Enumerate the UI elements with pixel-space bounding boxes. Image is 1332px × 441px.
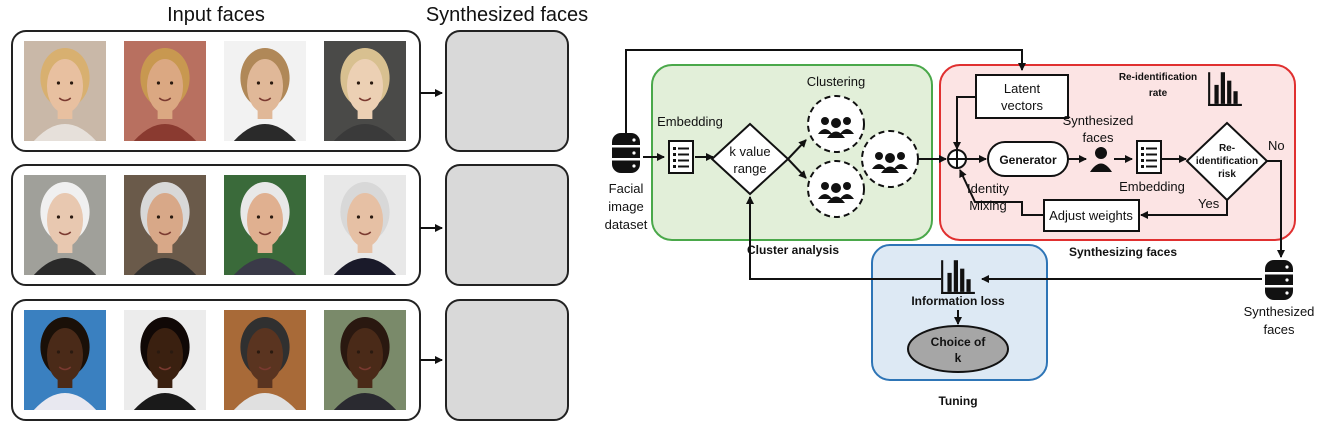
embedding2-label: Embedding <box>1119 179 1185 194</box>
database-icon <box>611 133 641 173</box>
embedding-label: Embedding <box>657 114 723 129</box>
clustering-label: Clustering <box>807 74 866 89</box>
yes-label: Yes <box>1198 196 1220 211</box>
input-face-image <box>324 41 406 141</box>
choice-of-k <box>907 325 1009 373</box>
generator-label: Generator <box>999 153 1057 167</box>
list-icon <box>1136 140 1162 174</box>
synth-out-label-2: faces <box>1263 322 1295 337</box>
no-label: No <box>1268 138 1285 153</box>
input-face-image <box>124 41 206 141</box>
synthesized-faces-title: Synthesized faces <box>426 4 588 26</box>
cluster-analysis-title: Cluster analysis <box>747 243 839 257</box>
database-icon <box>1264 260 1294 300</box>
reid-rate-label-1: Re-identification <box>1119 72 1197 83</box>
adjust-weights-label: Adjust weights <box>1049 208 1133 223</box>
k-range-label-2: range <box>733 161 766 176</box>
k-range-decision <box>710 122 790 196</box>
synth-faces-label-2: faces <box>1082 130 1114 145</box>
reid-risk-label-1: Re- <box>1219 143 1235 154</box>
synth-faces-label-1: Synthesized <box>1063 113 1134 128</box>
list-icon <box>668 140 694 174</box>
latent-label-1: Latent <box>1004 81 1041 96</box>
input-face-image <box>224 41 306 141</box>
choice-label-2: k <box>955 351 962 365</box>
dataset-label-2: image <box>608 199 643 214</box>
reid-risk-label-2: identification <box>1196 156 1258 167</box>
input-face-image <box>224 175 306 275</box>
choice-label-1: Choice of <box>931 335 987 349</box>
identity-mixing-label-1: Identity <box>967 181 1009 196</box>
input-face-image <box>324 175 406 275</box>
synth-out-label-1: Synthesized <box>1244 304 1315 319</box>
tuning-title: Tuning <box>938 394 977 408</box>
k-range-label-1: k value <box>729 144 770 159</box>
synthesizing-title: Synthesizing faces <box>1069 245 1177 259</box>
face-row <box>11 164 569 286</box>
input-face-image <box>124 175 206 275</box>
info-loss-label: Information loss <box>911 294 1005 308</box>
reid-rate-label-2: rate <box>1149 88 1168 99</box>
input-face-image <box>224 310 306 410</box>
dataset-label-1: Facial <box>609 181 644 196</box>
dataset-label-3: dataset <box>605 217 648 232</box>
input-face-image <box>324 310 406 410</box>
input-face-image <box>24 175 106 275</box>
face-row <box>11 30 569 152</box>
input-faces-title: Input faces <box>167 4 265 26</box>
latent-vectors-box <box>975 74 1069 119</box>
input-face-image <box>24 310 106 410</box>
input-face-image <box>124 310 206 410</box>
face-row <box>11 299 569 421</box>
sum-circle-icon <box>947 149 967 169</box>
reid-risk-label-3: risk <box>1218 169 1236 180</box>
input-face-image <box>24 41 106 141</box>
latent-label-2: vectors <box>1001 98 1043 113</box>
